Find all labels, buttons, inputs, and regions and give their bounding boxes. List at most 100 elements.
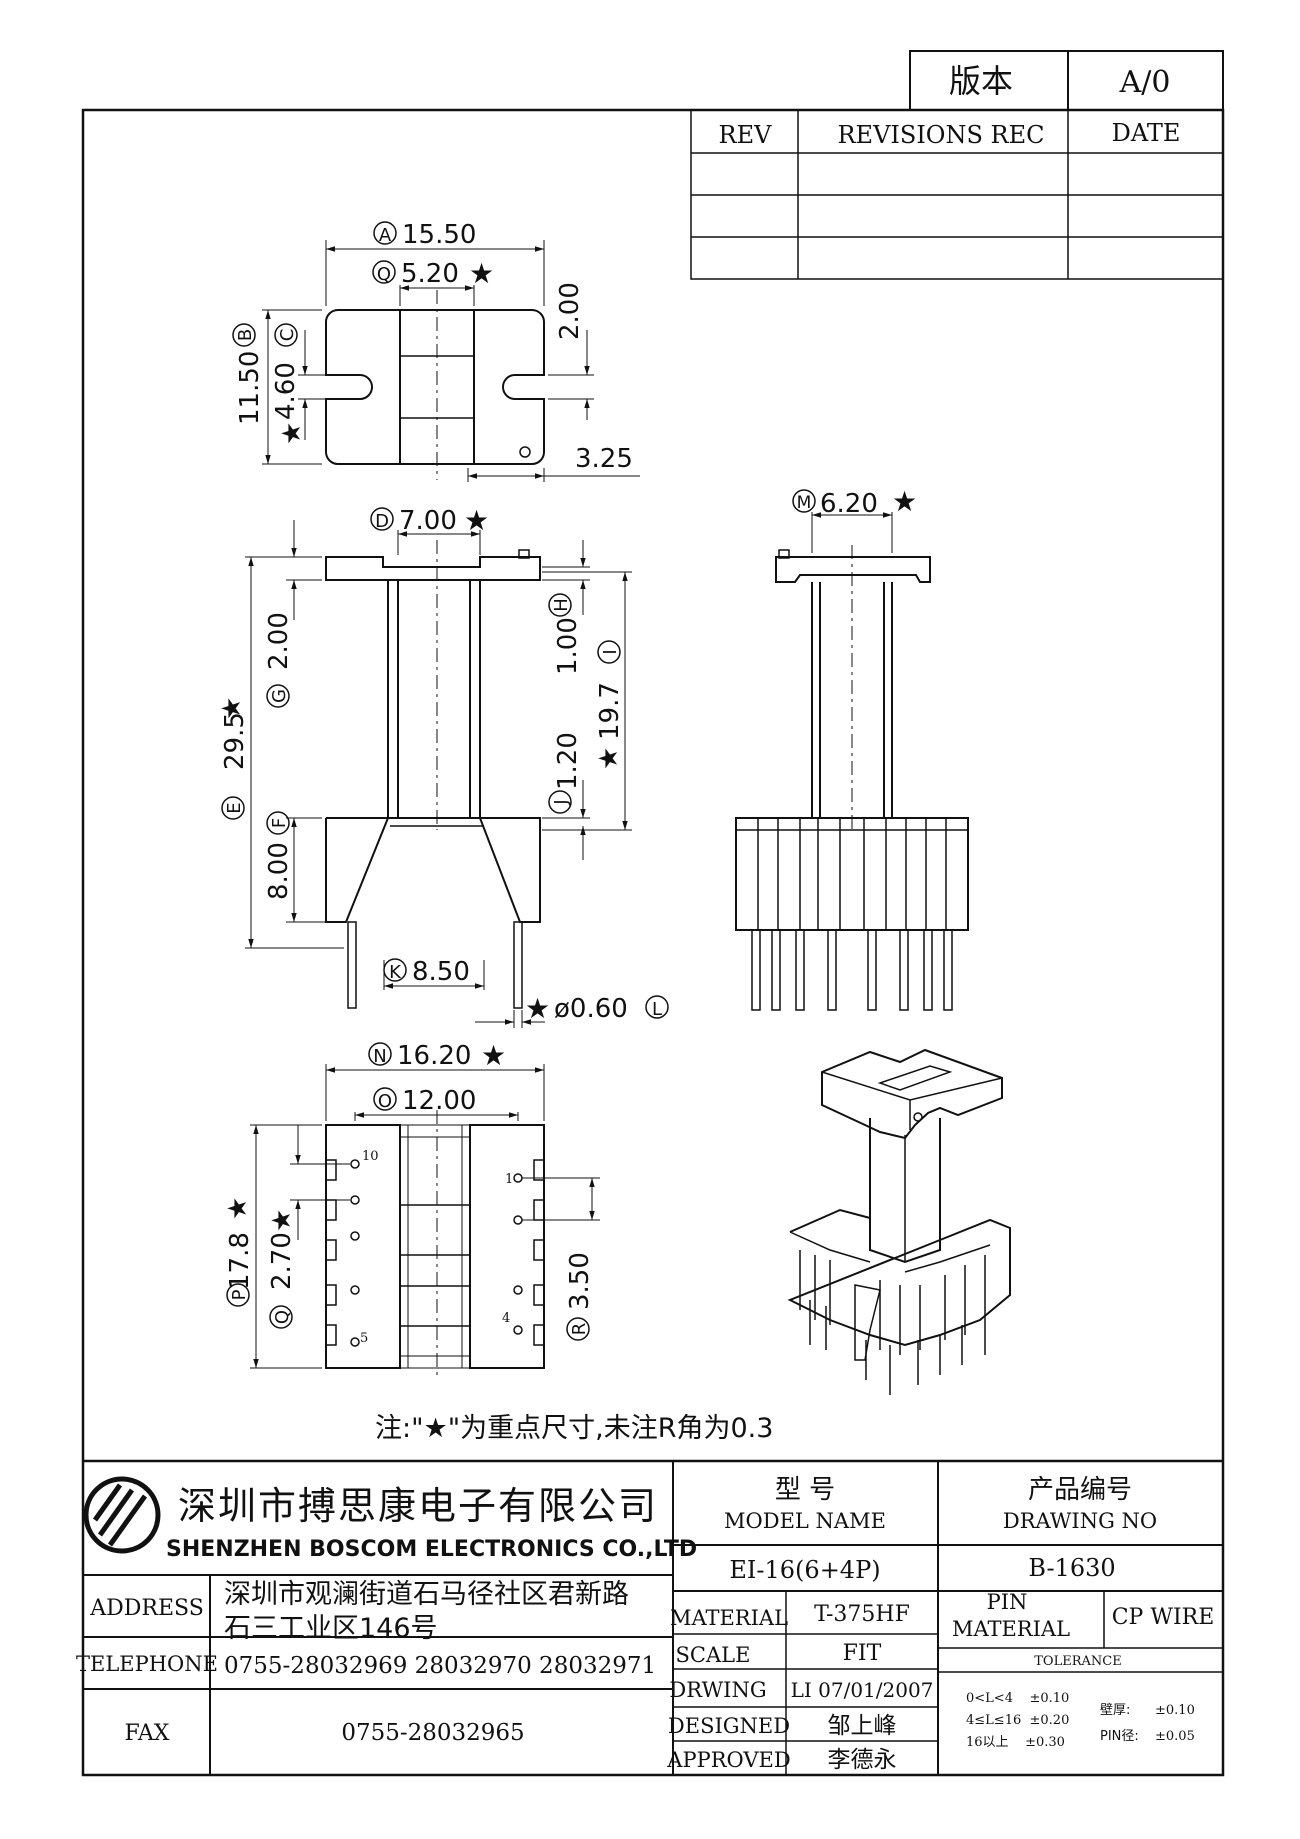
telephone-label: TELEPHONE bbox=[76, 1652, 218, 1676]
drawing-no-en: DRAWING NO bbox=[1003, 1509, 1157, 1533]
dim-k-value: 8.50 bbox=[412, 957, 470, 987]
dim-o-value: 12.00 bbox=[402, 1086, 476, 1116]
dim-l-value: ø0.60 bbox=[554, 994, 628, 1024]
model-name-cn: 型 号 bbox=[775, 1475, 835, 1505]
tolerance-line-3: 16以上 ±0.30 bbox=[966, 1735, 1065, 1750]
star-q-top: ★ bbox=[469, 257, 494, 290]
star-i: ★ bbox=[594, 747, 624, 770]
fax-label: FAX bbox=[125, 1721, 170, 1746]
designed-label: DESIGNED bbox=[668, 1714, 790, 1738]
wall-thickness-value: ±0.10 bbox=[1155, 1703, 1195, 1718]
dim-label-d: D bbox=[375, 511, 389, 532]
pin-material-value: CP WIRE bbox=[1112, 1605, 1215, 1630]
dim-label-b: B bbox=[235, 329, 256, 341]
dim-n-value: 16.20 bbox=[397, 1041, 471, 1071]
star-q2: ★ bbox=[267, 1209, 297, 1232]
drawing-no-value: B-1630 bbox=[1028, 1554, 1115, 1582]
address-line-1: 深圳市观澜街道石马径社区君新路 bbox=[224, 1579, 629, 1610]
company-name-en: SHENZHEN BOSCOM ELECTRONICS CO.,LTD bbox=[166, 1537, 697, 1562]
dim-q2-value: 2.70 bbox=[267, 1232, 297, 1290]
dim-label-f: F bbox=[269, 818, 290, 828]
star-l: ★ bbox=[525, 992, 550, 1025]
drawing-no-cn: 产品编号 bbox=[1028, 1475, 1132, 1505]
company-logo bbox=[83, 1476, 161, 1554]
star-m: ★ bbox=[892, 485, 917, 518]
tolerance-line-1: 0<L<4 ±0.10 bbox=[966, 1691, 1069, 1706]
model-name-value: EI-16(6+4P) bbox=[729, 1556, 880, 1584]
designed-value: 邹上峰 bbox=[828, 1713, 897, 1739]
tolerance-line-2: 4≤L≤16 ±0.20 bbox=[966, 1713, 1069, 1728]
isometric-view bbox=[787, 1048, 1011, 1395]
side-view: M 6.20 ★ bbox=[735, 485, 969, 1011]
star-b: ★ bbox=[277, 422, 307, 445]
dim-2-00-top: 2.00 bbox=[555, 282, 585, 340]
pin-label-4: 4 bbox=[502, 1311, 510, 1326]
revisions-table: REV REVISIONS REC DATE bbox=[690, 109, 1224, 280]
material-label: MATERIAL bbox=[670, 1606, 788, 1630]
scale-label: SCALE bbox=[676, 1643, 751, 1667]
rev-header: REV bbox=[719, 121, 773, 149]
dim-d-value: 7.00 bbox=[399, 506, 457, 536]
dim-f-value: 8.00 bbox=[264, 842, 294, 900]
dim-label-j: J bbox=[551, 799, 572, 805]
dim-label-e: E bbox=[224, 802, 245, 813]
dim-3-25: 3.25 bbox=[575, 444, 633, 474]
star-n: ★ bbox=[481, 1039, 506, 1072]
version-value: A/0 bbox=[1119, 65, 1171, 100]
tolerance-label: TOLERANCE bbox=[1034, 1654, 1121, 1669]
dim-g-value: 2.00 bbox=[264, 612, 294, 670]
wall-thickness-label: 壁厚: bbox=[1100, 1703, 1130, 1718]
dim-j-value: 1.20 bbox=[553, 732, 583, 790]
telephone-value: 0755-28032969 28032970 28032971 bbox=[224, 1653, 656, 1679]
dim-label-n: N bbox=[373, 1046, 386, 1067]
model-name-en: MODEL NAME bbox=[724, 1509, 886, 1533]
star-p: ★ bbox=[223, 1197, 253, 1220]
pin-label-5: 5 bbox=[360, 1331, 368, 1346]
dim-e-value: 29.5 bbox=[220, 712, 250, 770]
pin-diameter-value: ±0.05 bbox=[1155, 1729, 1195, 1744]
revisions-rec-header: REVISIONS REC bbox=[837, 121, 1044, 149]
pin-label-1: 1 bbox=[505, 1172, 513, 1187]
pin-material-label-2: MATERIAL bbox=[952, 1617, 1070, 1641]
top-view: A 15.50 Q 5.20 ★ 2.00 3.25 11.50 B 4.60 bbox=[232, 220, 640, 482]
dim-b-value: 11.50 bbox=[235, 351, 265, 425]
star-e: ★ bbox=[217, 697, 247, 720]
version-label: 版本 bbox=[949, 62, 1013, 100]
approved-value: 李德永 bbox=[828, 1747, 897, 1773]
drwing-label: DRWING bbox=[669, 1678, 766, 1702]
dim-label-h: H bbox=[551, 598, 572, 612]
version-box: 版本 A/0 bbox=[909, 50, 1224, 111]
pin-diameter-label: PIN径: bbox=[1100, 1729, 1139, 1744]
dim-label-i: I bbox=[600, 649, 621, 654]
approved-label: APPROVED bbox=[666, 1748, 790, 1772]
date-header: DATE bbox=[1112, 119, 1181, 147]
drawing-border bbox=[81, 108, 1225, 1777]
dim-label-m: M bbox=[797, 493, 812, 513]
dim-label-c: C bbox=[277, 329, 298, 342]
dim-label-g: G bbox=[269, 689, 290, 703]
dim-r-value: 3.50 bbox=[565, 1252, 595, 1310]
dim-q-top-value: 5.20 bbox=[401, 259, 459, 289]
dim-label-p: P bbox=[229, 1289, 250, 1300]
dim-label-q2: Q bbox=[272, 1310, 293, 1324]
dim-label-a: A bbox=[379, 225, 392, 246]
address-line-2: 石三工业区146号 bbox=[224, 1613, 438, 1644]
dim-h-value: 1.00 bbox=[553, 617, 583, 675]
pin-material-label-1: PIN bbox=[987, 1590, 1028, 1614]
fax-value: 0755-28032965 bbox=[341, 1720, 524, 1746]
drawing-note: 注:"★"为重点尺寸,未注R角为0.3 bbox=[375, 1413, 773, 1444]
front-view: D 7.00 ★ 29.5 E ★ 2.00 G 8.00 F 1.00 H bbox=[217, 504, 669, 1028]
dim-p-value: 17.8 bbox=[225, 1232, 255, 1290]
drwing-value: LI 07/01/2007 bbox=[791, 1678, 934, 1702]
address-label: ADDRESS bbox=[89, 1596, 204, 1621]
dim-label-r: R bbox=[569, 1323, 590, 1336]
title-block: 深圳市搏思康电子有限公司 SHENZHEN BOSCOM ELECTRONICS… bbox=[76, 1459, 1223, 1775]
dim-label-l: L bbox=[652, 999, 662, 1020]
dim-m-value: 6.20 bbox=[820, 489, 878, 519]
scale-value: FIT bbox=[843, 1641, 882, 1666]
dim-i-value: 19.7 bbox=[595, 682, 625, 740]
dim-c-value: 4.60 bbox=[271, 362, 301, 420]
dim-a-value: 15.50 bbox=[402, 220, 476, 250]
star-d: ★ bbox=[464, 504, 489, 537]
